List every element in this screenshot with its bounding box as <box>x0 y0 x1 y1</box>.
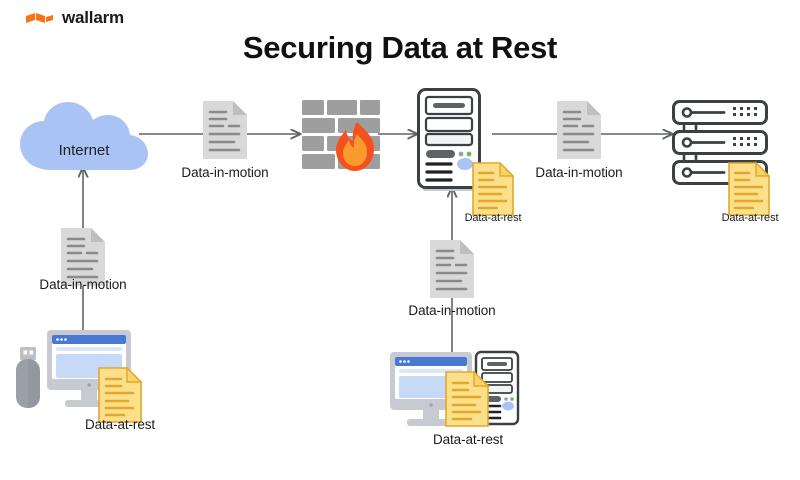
label-data-in-motion-left: Data-in-motion <box>39 277 127 292</box>
page-title: Securing Data at Rest <box>242 30 558 65</box>
label-data-in-motion-top-left: Data-in-motion <box>181 165 269 180</box>
doc-data-at-rest-rack <box>728 161 771 216</box>
label-data-at-rest-server: Data-at-rest <box>464 212 522 224</box>
label-data-in-motion-middle: Data-in-motion <box>408 303 496 318</box>
node-internet[interactable]: Internet <box>18 100 150 172</box>
usb-flash-drive-icon <box>16 347 40 408</box>
doc-data-at-rest-middle <box>445 370 490 427</box>
doc-data-in-motion-top-right <box>557 101 601 159</box>
label-data-at-rest-left: Data-at-rest <box>84 417 156 432</box>
wallarm-flag-icon <box>26 12 56 26</box>
label-data-at-rest-rack: Data-at-rest <box>721 212 779 224</box>
doc-data-in-motion-top-left <box>203 101 247 159</box>
cloud-icon <box>20 102 148 170</box>
label-data-at-rest-middle: Data-at-rest <box>432 432 504 447</box>
wallarm-logo: wallarm <box>26 6 166 34</box>
doc-data-at-rest-left <box>98 366 143 423</box>
label-data-in-motion-top-right: Data-in-motion <box>535 165 623 180</box>
internet-label: Internet <box>58 142 110 159</box>
wallarm-wordmark: wallarm <box>62 8 124 27</box>
node-usb-drive[interactable] <box>14 347 42 409</box>
node-server-tower[interactable] <box>417 88 489 193</box>
firewall-brick-flame-icon <box>302 100 380 171</box>
flame-inner-icon <box>343 134 367 166</box>
node-firewall[interactable] <box>302 100 380 174</box>
doc-data-in-motion-left <box>61 228 105 286</box>
server-tower-icon <box>417 88 481 191</box>
doc-data-at-rest-server <box>472 161 515 216</box>
doc-data-in-motion-middle <box>430 240 474 298</box>
